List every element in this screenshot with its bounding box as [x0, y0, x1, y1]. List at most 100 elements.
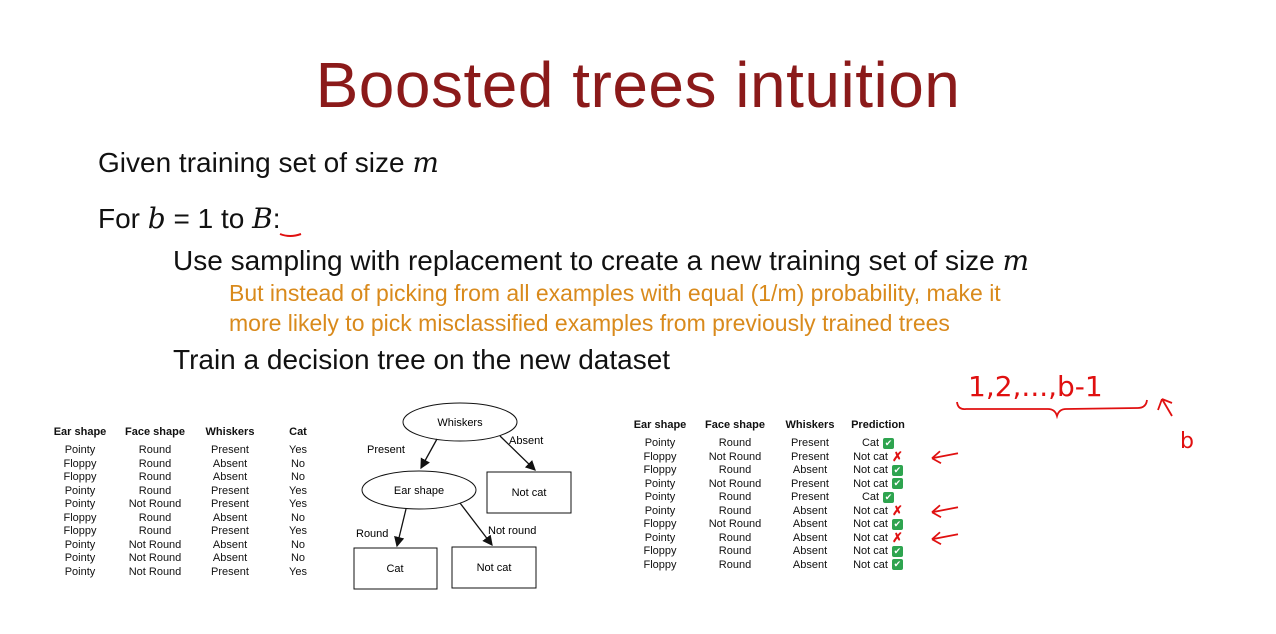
column-header: Face shape	[125, 426, 185, 438]
tree-leaf-not-cat-right: Not cat	[486, 471, 572, 514]
table-cell: Cat✔	[846, 437, 910, 451]
table-cell: Floppy	[624, 545, 696, 559]
check-icon: ✔	[891, 478, 903, 490]
cell-text: Pointy	[64, 565, 96, 578]
table-cell: Round	[116, 471, 194, 485]
table-cell: Pointy	[624, 491, 696, 505]
table-cell: Pointy	[44, 498, 116, 512]
cell-text: Absent	[212, 552, 248, 564]
leaf-cat-label: Cat	[386, 563, 403, 575]
cell-text: Not cat	[853, 558, 888, 571]
table-cell: Not Round	[116, 566, 194, 580]
check-icon: ✔	[891, 518, 903, 530]
cell-text: Not Round	[128, 565, 182, 578]
cell-text: Not Round	[708, 450, 762, 463]
cell-text: Present	[791, 437, 829, 449]
tree-leaf-not-cat-bottom: Not cat	[451, 546, 537, 589]
column-header: Whiskers	[205, 426, 255, 438]
table-cell: Yes	[266, 525, 330, 539]
table-cell: Yes	[266, 566, 330, 580]
table-cell: Round	[696, 545, 774, 559]
table-cell: Absent	[194, 552, 266, 566]
cell-text: Round	[138, 484, 172, 497]
cell-text: Floppy	[643, 545, 677, 557]
cell-text: Not Round	[128, 552, 182, 564]
cell-text: Floppy	[63, 525, 97, 537]
table-cell: Floppy	[624, 464, 696, 478]
cell-text: Pointy	[644, 477, 676, 490]
cell-text: Pointy	[644, 437, 676, 449]
table-cell: Pointy	[44, 485, 116, 499]
column-header: Prediction	[851, 419, 905, 431]
cell-text: Pointy	[64, 552, 96, 564]
cell-text: Cat	[861, 491, 880, 503]
cell-text: Present	[211, 525, 249, 537]
cell-text: Round	[138, 525, 172, 537]
table-row: Floppy Not Round Absent Not cat✔	[624, 518, 910, 532]
table-cell: Not cat✔	[846, 518, 910, 532]
cell-text: Yes	[289, 565, 307, 578]
cell-text: No	[290, 552, 306, 564]
table-cell: Present	[774, 437, 846, 451]
misclassified-arrows	[931, 450, 959, 546]
table-cell: Floppy	[624, 518, 696, 532]
cell-text: Not Round	[708, 518, 762, 530]
cell-text: Present	[211, 565, 249, 578]
cell-text: Present	[791, 450, 829, 463]
misclassified-arrow	[931, 450, 959, 465]
cell-text: Floppy	[63, 471, 97, 483]
table-cell: Not cat✔	[846, 545, 910, 559]
column-header: Face shape	[705, 419, 765, 431]
table-cell: Round	[116, 458, 194, 472]
column-header: Cat	[289, 426, 307, 438]
cell-text: Pointy	[64, 444, 96, 456]
table-cell: Pointy	[44, 566, 116, 580]
table-cell: Not Round	[696, 518, 774, 532]
cell-text: Present	[211, 444, 249, 456]
tree-leaf-cat: Cat	[353, 547, 438, 590]
b-annotation: b	[1180, 429, 1194, 454]
table-cell: Round	[696, 491, 774, 505]
cell-text: Pointy	[64, 484, 96, 497]
table-cell: No	[266, 512, 330, 526]
table-cell: Round	[116, 525, 194, 539]
table-cell: Round	[696, 464, 774, 478]
sequence-annotation: 1,2,...,b-1	[968, 370, 1103, 403]
check-icon: ✔	[883, 491, 895, 503]
table-cell: Not Round	[116, 498, 194, 512]
table-cell: Not cat✗	[846, 450, 910, 465]
table-cell: Floppy	[44, 471, 116, 485]
table-cell: Cat✔	[846, 491, 910, 505]
slide-title: Boosted trees intuition	[315, 49, 961, 121]
train-line: Train a decision tree on the new dataset	[173, 344, 671, 375]
cell-text: Floppy	[63, 457, 97, 470]
tree-ear-node: Ear shape	[361, 470, 477, 510]
given-line: Given training set of size m	[98, 146, 439, 179]
table-cell: Yes	[266, 444, 330, 458]
table-cell: Present	[774, 491, 846, 505]
use-text: Use sampling with replacement to create …	[173, 245, 1003, 276]
table-cell: Yes	[266, 498, 330, 512]
check-icon: ✔	[891, 464, 903, 476]
table-cell: Not cat✔	[846, 478, 910, 492]
cell-text: Pointy	[644, 504, 676, 517]
table-cell: Present	[194, 485, 266, 499]
misclassified-arrow	[931, 504, 959, 519]
table-cell: Absent	[774, 505, 846, 519]
cell-text: Round	[138, 444, 172, 456]
cell-text: Absent	[792, 518, 828, 530]
B-underline-annotation	[279, 233, 302, 237]
cell-text: Not cat	[853, 464, 888, 476]
table-cell: Floppy	[624, 451, 696, 465]
check-icon: ✔	[891, 545, 903, 557]
table-cell: Not Round	[116, 539, 194, 553]
table-cell: Round	[696, 437, 774, 451]
cell-text: Round	[138, 511, 172, 524]
edge-not-round-label: Not round	[488, 525, 536, 537]
